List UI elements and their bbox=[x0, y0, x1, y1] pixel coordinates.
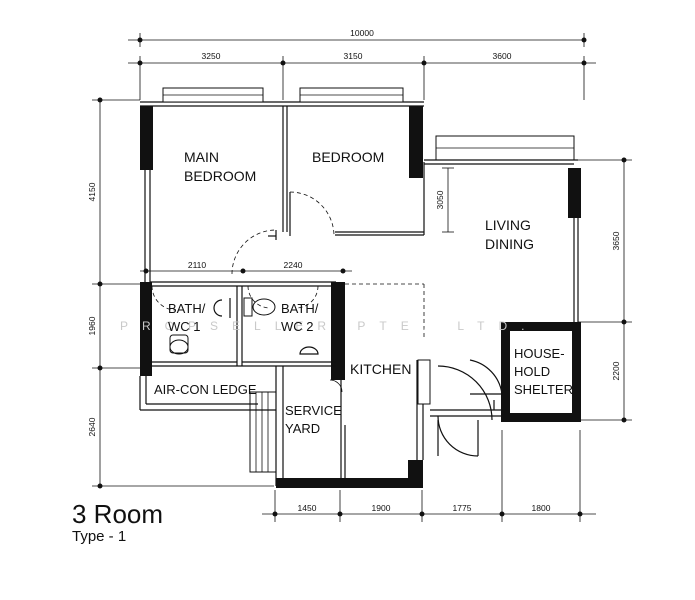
dim-left-2: 1960 bbox=[87, 316, 97, 335]
label-living-line2: DINING bbox=[485, 236, 534, 252]
dim-right-1: 3650 bbox=[611, 231, 621, 250]
watermark: PROPSELLER PTE. LTD. bbox=[120, 319, 539, 333]
label-kitchen: KITCHEN bbox=[350, 361, 411, 377]
dim-top-total: 10000 bbox=[350, 28, 374, 38]
plan-subtitle: Type - 1 bbox=[72, 528, 127, 545]
label-main-bedroom-line1: MAIN bbox=[184, 149, 219, 165]
plan-title: 3 Room bbox=[72, 499, 164, 529]
label-bath2-line1: BATH/ bbox=[281, 301, 319, 316]
title-block: 3 Room Type - 1 bbox=[72, 500, 163, 546]
label-shelter-line3: SHELTER bbox=[514, 382, 573, 397]
fixtures bbox=[169, 297, 319, 355]
dim-inner-bath-2: 2240 bbox=[284, 260, 303, 270]
label-bedroom: BEDROOM bbox=[312, 149, 384, 165]
dimension-lines bbox=[92, 33, 632, 522]
dim-top-3: 3600 bbox=[493, 51, 512, 61]
walls bbox=[139, 87, 581, 488]
label-service-yard-line1: SERVICE bbox=[285, 403, 342, 418]
label-service-yard-line2: YARD bbox=[285, 421, 320, 436]
label-bath2-line2: WC 2 bbox=[281, 319, 314, 334]
dim-bottom-1: 1450 bbox=[298, 503, 317, 513]
doors bbox=[151, 191, 503, 457]
dim-top-1: 3250 bbox=[202, 51, 221, 61]
label-bath1-line1: BATH/ bbox=[168, 301, 206, 316]
label-shelter-line2: HOLD bbox=[514, 364, 550, 379]
label-aircon-ledge: AIR-CON LEDGE bbox=[154, 382, 257, 397]
dim-bottom-2: 1900 bbox=[372, 503, 391, 513]
label-main-bedroom-line2: BEDROOM bbox=[184, 168, 256, 184]
label-living-line1: LIVING bbox=[485, 217, 531, 233]
dim-inner-bedroom: 3050 bbox=[435, 190, 445, 209]
label-shelter-line1: HOUSE- bbox=[514, 346, 565, 361]
dim-bottom-4: 1800 bbox=[532, 503, 551, 513]
dim-top-2: 3150 bbox=[344, 51, 363, 61]
label-bath1-line2: WC 1 bbox=[168, 319, 201, 334]
dim-left-3: 2640 bbox=[87, 417, 97, 436]
dim-right-2: 2200 bbox=[611, 361, 621, 380]
dim-inner-bath-1: 2110 bbox=[188, 260, 207, 270]
dim-bottom-3: 1775 bbox=[453, 503, 472, 513]
dim-left-1: 4150 bbox=[87, 182, 97, 201]
